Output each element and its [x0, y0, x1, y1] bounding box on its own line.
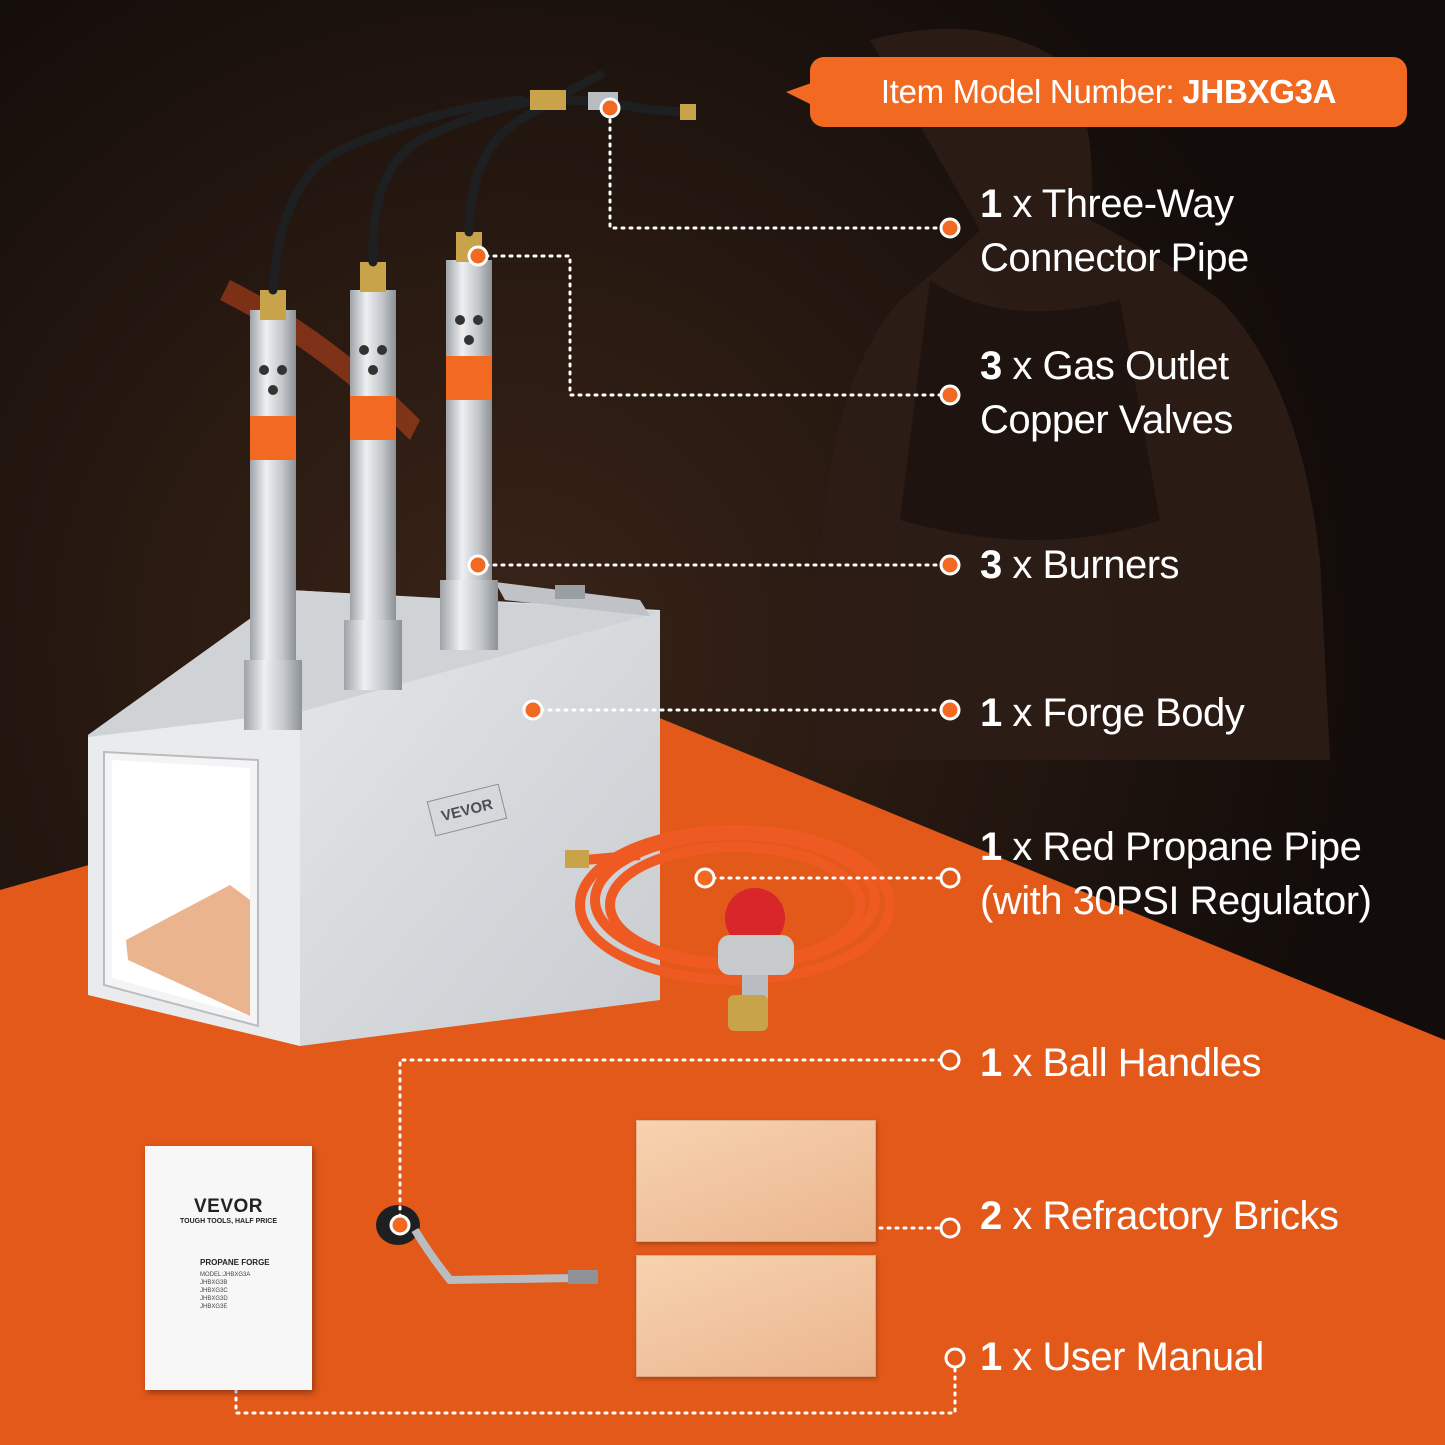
item-refractory-bricks: 2 x Refractory Bricks	[980, 1194, 1339, 1238]
item-user-manual: 1 x User Manual	[980, 1335, 1264, 1379]
user-manual: VEVOR TOUGH TOOLS, HALF PRICE PROPANE FO…	[145, 1146, 312, 1390]
model-number-badge: Item Model Number: JHBXG3A	[810, 57, 1407, 127]
manual-brand: VEVOR	[193, 1196, 264, 1217]
burner-left	[244, 290, 302, 730]
item-ball-handles: 1 x Ball Handles	[980, 1041, 1262, 1085]
leader-lines	[234, 110, 957, 1415]
model-number: JHBXG3A	[1182, 73, 1337, 110]
three-way-connector	[530, 90, 566, 110]
inner-brick	[126, 885, 250, 1016]
regulator	[718, 888, 794, 1031]
item-connector-pipe: 1 x Three-Way Connector Pipe	[980, 182, 1249, 280]
badge-pointer	[786, 82, 814, 106]
item-copper-valves: 3 x Gas Outlet Copper Valves	[980, 344, 1233, 442]
apron-shape	[900, 280, 1160, 540]
burner-middle	[344, 262, 402, 690]
label-markers	[939, 217, 966, 1369]
item-propane-pipe: 1 x Red Propane Pipe (with 30PSI Regulat…	[980, 825, 1372, 923]
refractory-brick-bottom	[636, 1255, 876, 1377]
forge-side	[300, 612, 660, 1046]
manual-title: PROPANE FORGE	[200, 1258, 270, 1267]
item-forge-body: 1 x Forge Body	[980, 691, 1245, 735]
manual-tagline: TOUGH TOOLS, HALF PRICE	[180, 1218, 277, 1225]
burner-right	[440, 232, 498, 650]
gas-hoses	[268, 70, 695, 295]
refractory-brick-top	[636, 1120, 876, 1242]
item-burners: 3 x Burners	[980, 543, 1180, 587]
model-label: Item Model Number:	[880, 73, 1175, 110]
manual-models: MODEL:JHBXG3A JHBXG3B JHBXG3C JHBXG3D JH…	[200, 1272, 251, 1310]
